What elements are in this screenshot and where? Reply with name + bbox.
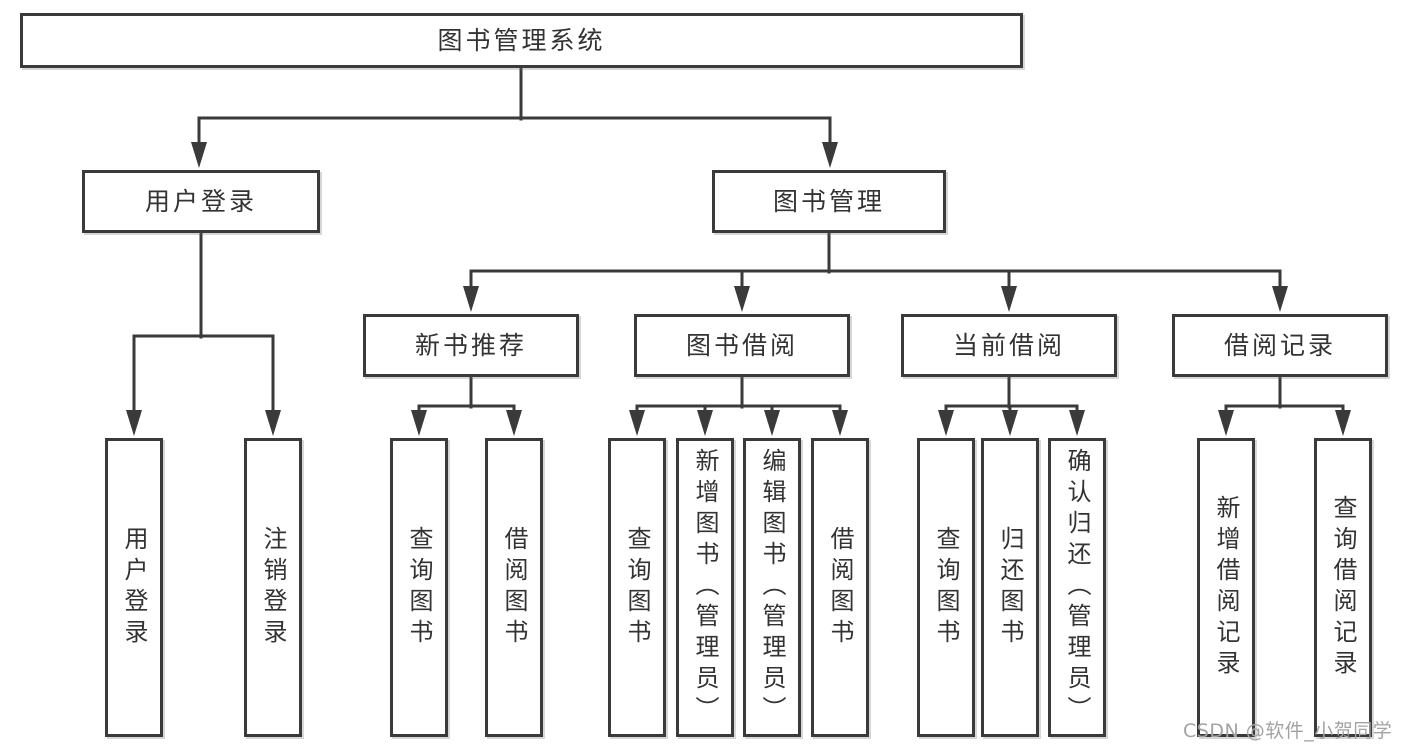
arrowhead-icon bbox=[191, 142, 207, 168]
leaf-logout-label: 注销登录 bbox=[259, 525, 287, 650]
arrowhead-icon bbox=[1218, 410, 1234, 436]
leaf-records-query-record-label: 查询借阅记录 bbox=[1329, 494, 1357, 681]
leaf-borrow-edit-book-label: 编辑图书（管理员） bbox=[758, 448, 786, 727]
arrowhead-icon bbox=[126, 410, 142, 436]
node-root-label: 图书管理系统 bbox=[437, 26, 606, 55]
arrowhead-icon bbox=[1069, 410, 1085, 436]
node-borrow-records-label: 借阅记录 bbox=[1223, 331, 1336, 360]
leaf-borrow-query-book: 查询图书 bbox=[608, 438, 666, 737]
node-root: 图书管理系统 bbox=[20, 13, 1023, 68]
node-current-borrow-label: 当前借阅 bbox=[952, 331, 1065, 360]
arrowhead-icon bbox=[822, 142, 838, 168]
connector-borrow-records-to-children bbox=[1224, 375, 1345, 422]
leaf-user-login: 用户登录 bbox=[105, 438, 163, 737]
arrowhead-icon bbox=[1335, 410, 1351, 436]
node-book-borrow-label: 图书借阅 bbox=[685, 331, 798, 360]
arrowhead-icon bbox=[697, 410, 713, 436]
leaf-borrow-borrow-book-label: 借阅图书 bbox=[826, 525, 854, 650]
watermark: CSDN @软件_小贺同学 bbox=[1183, 720, 1393, 742]
connector-root-to-level2 bbox=[197, 66, 832, 152]
arrowhead-icon bbox=[411, 410, 427, 436]
arrowhead-icon bbox=[506, 410, 522, 436]
connector-book-borrow-to-children bbox=[635, 375, 842, 422]
leaf-current-confirm-return-label: 确认归还（管理员） bbox=[1063, 448, 1091, 727]
leaf-recommend-query-book: 查询图书 bbox=[390, 438, 448, 737]
arrowhead-icon bbox=[832, 410, 848, 436]
leaf-recommend-query-book-label: 查询图书 bbox=[405, 525, 433, 650]
leaf-borrow-query-book-label: 查询图书 bbox=[623, 525, 651, 650]
leaf-logout: 注销登录 bbox=[244, 438, 302, 737]
node-book-management: 图书管理 bbox=[712, 170, 946, 233]
node-book-management-label: 图书管理 bbox=[772, 187, 885, 216]
leaf-current-confirm-return: 确认归还（管理员） bbox=[1048, 438, 1106, 737]
arrowheads bbox=[126, 142, 1351, 436]
leaf-borrow-edit-book: 编辑图书（管理员） bbox=[743, 438, 801, 737]
arrowhead-icon bbox=[1272, 286, 1288, 312]
arrowhead-icon bbox=[938, 410, 954, 436]
leaf-current-query-book-label: 查询图书 bbox=[932, 525, 960, 650]
leaf-user-login-label: 用户登录 bbox=[120, 525, 148, 650]
node-current-borrow: 当前借阅 bbox=[901, 314, 1117, 377]
arrowhead-icon bbox=[629, 410, 645, 436]
leaf-current-return-book-label: 归还图书 bbox=[996, 525, 1024, 650]
connector-new-book-recommend-to-children bbox=[417, 375, 516, 422]
node-new-book-recommend: 新书推荐 bbox=[363, 314, 579, 377]
leaf-borrow-add-book-label: 新增图书（管理员） bbox=[691, 448, 719, 727]
arrowhead-icon bbox=[764, 410, 780, 436]
leaf-borrow-borrow-book: 借阅图书 bbox=[811, 438, 869, 737]
connector-book-management-to-level3 bbox=[469, 231, 1282, 296]
node-user-login: 用户登录 bbox=[82, 170, 320, 233]
leaf-records-query-record: 查询借阅记录 bbox=[1314, 438, 1372, 737]
leaf-records-add-record: 新增借阅记录 bbox=[1197, 438, 1255, 737]
arrowhead-icon bbox=[1002, 410, 1018, 436]
leaf-recommend-borrow-book-label: 借阅图书 bbox=[500, 525, 528, 650]
leaf-current-return-book: 归还图书 bbox=[981, 438, 1039, 737]
node-user-login-label: 用户登录 bbox=[144, 187, 257, 216]
connector-user-login-to-children bbox=[132, 231, 275, 422]
arrowhead-icon bbox=[1001, 286, 1017, 312]
leaf-current-query-book: 查询图书 bbox=[917, 438, 975, 737]
node-book-borrow: 图书借阅 bbox=[634, 314, 850, 377]
arrowhead-icon bbox=[463, 286, 479, 312]
node-new-book-recommend-label: 新书推荐 bbox=[414, 331, 527, 360]
arrowhead-icon bbox=[734, 286, 750, 312]
leaf-recommend-borrow-book: 借阅图书 bbox=[485, 438, 543, 737]
leaf-borrow-add-book: 新增图书（管理员） bbox=[676, 438, 734, 737]
leaf-records-add-record-label: 新增借阅记录 bbox=[1212, 494, 1240, 681]
arrowhead-icon bbox=[265, 410, 281, 436]
node-borrow-records: 借阅记录 bbox=[1172, 314, 1388, 377]
